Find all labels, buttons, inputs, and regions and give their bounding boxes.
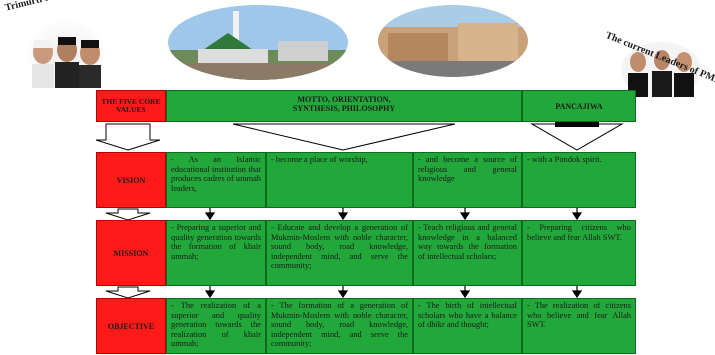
founders-portrait-icon — [28, 21, 104, 89]
objective-cell-4: - The realization of citizens who believ… — [522, 298, 636, 354]
objective-cell-3: - The birth of intellectual scholars who… — [413, 298, 522, 354]
pancajiwa-header: PANCAJIWA — [522, 90, 636, 122]
mosque-photo-icon — [168, 5, 348, 80]
vision-cell-3: - and become a source of religious and g… — [413, 152, 522, 208]
vision-cell-2: - become a place of worship, — [266, 152, 413, 208]
mission-cell-1: - Preparing a superior and quality gener… — [166, 220, 266, 286]
pancajiwa-header-text: PANCAJIWA — [555, 101, 603, 111]
vision-cell-4: - with a Pondok spirit. — [522, 152, 636, 208]
core-values-label: THE FIVE CORE VALUES — [96, 90, 166, 122]
motto-header-text: MOTTO, ORIENTATION, SYNTHESIS, PHILOSOPH… — [292, 95, 396, 113]
mission-cell-3: - Teach religious and general knowledge … — [413, 220, 522, 286]
mission-label: MISSION — [96, 220, 166, 286]
vision-label: VISION — [96, 152, 166, 208]
mission-cell-4: - Preparing citizens who believe and fea… — [522, 220, 636, 286]
vision-cell-1: - As an Islamic educational institution … — [166, 152, 266, 208]
mission-cell-2: - Educate and develop a generation of Mu… — [266, 220, 413, 286]
down-arrow-mission-icon — [105, 286, 151, 299]
objective-label: OBJECTIVE — [96, 298, 166, 354]
motto-header: MOTTO, ORIENTATION, SYNTHESIS, PHILOSOPH… — [166, 90, 522, 122]
campus-photo — [378, 5, 528, 77]
campus-photo-icon — [378, 5, 528, 77]
down-arrow-pancajiwa-icon — [530, 123, 624, 151]
objective-cell-2: - The formation of a generation of Mukmi… — [266, 298, 413, 354]
founders-caption: Trimurti the Founder of Gontor — [4, 0, 139, 14]
down-arrow-vision-icon — [105, 208, 151, 221]
down-arrow-core-icon — [95, 123, 161, 151]
objective-cell-1: - The realization of a superior and qual… — [166, 298, 266, 354]
mosque-photo — [168, 5, 348, 80]
down-arrow-motto-icon — [232, 123, 456, 151]
mission-cell-1-text: - Preparing a superior and quality gener… — [171, 223, 261, 261]
founders-portrait — [27, 20, 105, 90]
